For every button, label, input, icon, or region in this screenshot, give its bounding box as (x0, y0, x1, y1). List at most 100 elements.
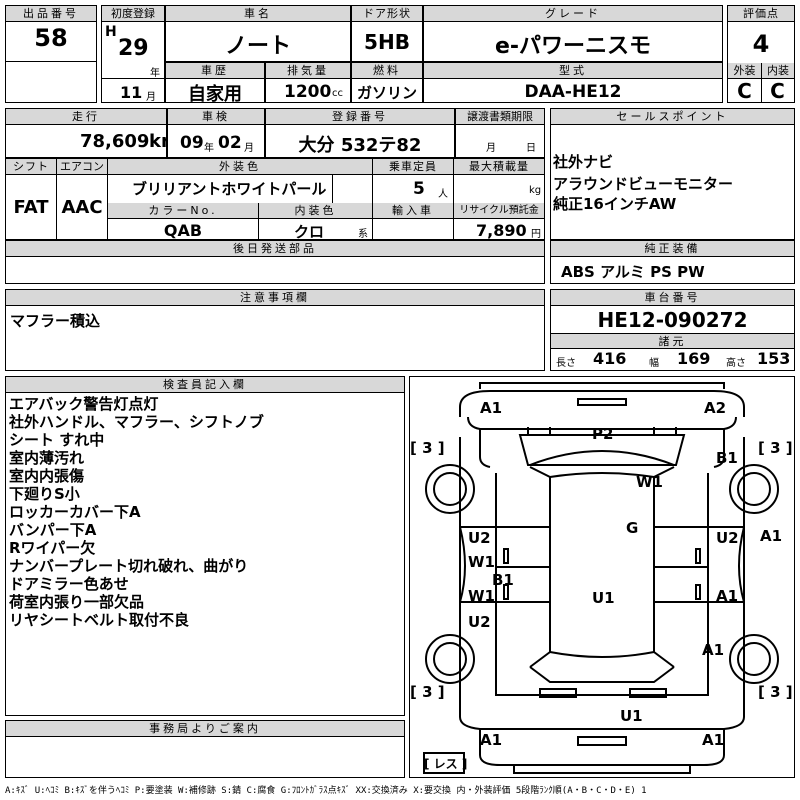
displacement-box: 排気量 1200 cc (265, 62, 351, 103)
genuine-equip-header: 純正装備 (551, 241, 794, 257)
displacement-header: 排気量 (266, 63, 350, 79)
sales-point-box: セールスポイント 社外ナビ アラウンドビューモニター 純正16インチAW (550, 108, 795, 240)
displacement: 1200 (284, 82, 332, 102)
transfer-header: 譲渡書類期限 (456, 109, 544, 125)
office-header: 事務局よりご案内 (6, 721, 404, 737)
inspection-month-unit: 月 (244, 143, 254, 154)
notes-box: 注意事項欄 マフラー積込 (5, 289, 545, 371)
inspector-header: 検査員記入欄 (6, 377, 404, 393)
grade-header: グレード (424, 6, 722, 22)
sales-point-2: アラウンドビューモニター (553, 175, 734, 193)
dmg-left-door-rear-u: U2 (468, 613, 491, 631)
import-header: 輸入車 (373, 203, 453, 219)
aircon: AAC (61, 197, 103, 218)
inspector-note-8: バンパー下A (9, 521, 97, 539)
year-unit: 年 (150, 68, 160, 79)
inspector-note-10: ナンバープレート切れ破れ、曲がり (9, 557, 249, 575)
inspector-note-1: エアバック警告灯点灯 (9, 395, 159, 413)
height: 153 (757, 349, 791, 368)
reg-year: 29 (118, 36, 149, 61)
chassis-no: HE12-090272 (597, 308, 748, 332)
lot-no-header: 出品番号 (6, 6, 96, 22)
later-parts-box: 後日発送部品 (5, 240, 545, 284)
score-box: 評価点 4 外装 内装 C C (727, 5, 795, 103)
inspector-note-4: 室内薄汚れ (9, 449, 85, 467)
dmg-front-left: A1 (480, 399, 503, 417)
car-diagram (423, 382, 779, 774)
dmg-right-quarter: A1 (702, 641, 725, 659)
aircon-header: エアコン (57, 159, 107, 175)
mileage-box: 走行 78,609 km (5, 108, 167, 158)
plate-box: 登録番号 大分 532テ82 (265, 108, 455, 158)
inspector-note-13: リヤシートベルト取付不良 (9, 611, 190, 629)
car-name: ノート (224, 34, 291, 59)
inspector-note-12: 荷室内張り一部欠品 (9, 593, 145, 611)
lot-no-box: 出品番号 58 (5, 5, 97, 103)
dmg-tire-rr: [ 3 ] (758, 683, 793, 701)
capacity: 5 (413, 179, 425, 199)
grade: e-パワーニスモ (494, 34, 652, 59)
capacity-unit: 人 (438, 189, 448, 200)
inspector-note-2: 社外ハンドル、マフラー、シフトノブ (9, 413, 264, 431)
transfer-box: 譲渡書類期限 月 日 (455, 108, 545, 158)
plate: 大分 532テ82 (298, 135, 422, 156)
fuel-box: 燃料 ガソリン (351, 62, 423, 103)
dmg-right-front: W1 (636, 473, 663, 491)
int-color-header: 内装色 (259, 203, 372, 219)
history-box: 車歴 自家用 (165, 62, 265, 103)
notes-header: 注意事項欄 (6, 290, 544, 306)
mileage: 78,609 (80, 131, 150, 152)
grade-box: グレード e-パワーニスモ (423, 5, 723, 62)
transfer-month: 月 (486, 143, 496, 154)
int-color: クロ (293, 223, 324, 240)
later-parts-header: 後日発送部品 (6, 241, 544, 257)
inspection-header: 車検 (168, 109, 264, 125)
inspection-month: 02 (218, 133, 242, 153)
interior-score: C (770, 79, 785, 103)
ext-color-header: 外装色 (108, 159, 372, 175)
dmg-left-door-front-u: U2 (468, 529, 491, 547)
dmg-roof-front: P2 (592, 425, 614, 443)
inspector-note-7: ロッカーカバー下A (9, 503, 141, 521)
genuine-equip: ABS アルミ PS PW (561, 263, 705, 281)
shift: FAT (13, 197, 49, 218)
lot-no: 58 (34, 24, 68, 52)
chassis-box: 車台番号 HE12-090272 諸元 長さ 416 幅 169 高さ 153 (550, 289, 795, 371)
door-type: 5HB (364, 30, 410, 54)
car-diagram-box: A1 A2 [ 3 ] [ 3 ] P2 B1 W1 G U2 W1 B1 W1… (409, 376, 795, 778)
transfer-day: 日 (526, 143, 536, 154)
dmg-left-door-front-w: W1 (468, 553, 495, 571)
shift-header: シフト (6, 159, 56, 175)
dmg-rear-right: A1 (702, 731, 725, 749)
spec-box: シフト FAT エアコン AAC 外装色 ブリリアントホワイトパール 乗車定員 … (5, 158, 545, 240)
dmg-left-door-rear-w: W1 (468, 587, 495, 605)
plate-header: 登録番号 (266, 109, 454, 125)
int-color-unit: 系 (358, 229, 368, 240)
dmg-tire-rl: [ 3 ] (410, 683, 445, 701)
dmg-rear-left: A1 (480, 731, 503, 749)
car-name-box: 車名 ノート (165, 5, 351, 62)
dmg-right-door-rear: A1 (716, 587, 739, 605)
inspector-note-6: 下廻りS小 (9, 485, 80, 503)
dims-header: 諸元 (551, 333, 794, 349)
score-header: 評価点 (728, 6, 794, 22)
fuel: ガソリン (356, 84, 417, 102)
exterior-header: 外装 (728, 63, 761, 79)
capacity-header: 乗車定員 (373, 159, 453, 175)
dmg-left-sill: B1 (492, 571, 514, 589)
recycle: 7,890 (476, 221, 527, 240)
length: 416 (593, 349, 627, 368)
max-load-header: 最大積載量 (454, 159, 544, 175)
reg-month: 11 (120, 83, 143, 102)
door-box: ドア形状 5HB (351, 5, 423, 62)
era: H (105, 24, 117, 40)
notes: マフラー積込 (10, 312, 101, 330)
max-load-unit: kg (529, 185, 542, 196)
mileage-header: 走行 (6, 109, 166, 125)
model-code-box: 型式 DAA-HE12 (423, 62, 723, 103)
dmg-hood-right: B1 (716, 449, 738, 467)
displacement-unit: cc (332, 88, 343, 99)
car-name-header: 車名 (166, 6, 350, 22)
length-label: 長さ (556, 358, 576, 369)
chassis-header: 車台番号 (551, 290, 794, 306)
